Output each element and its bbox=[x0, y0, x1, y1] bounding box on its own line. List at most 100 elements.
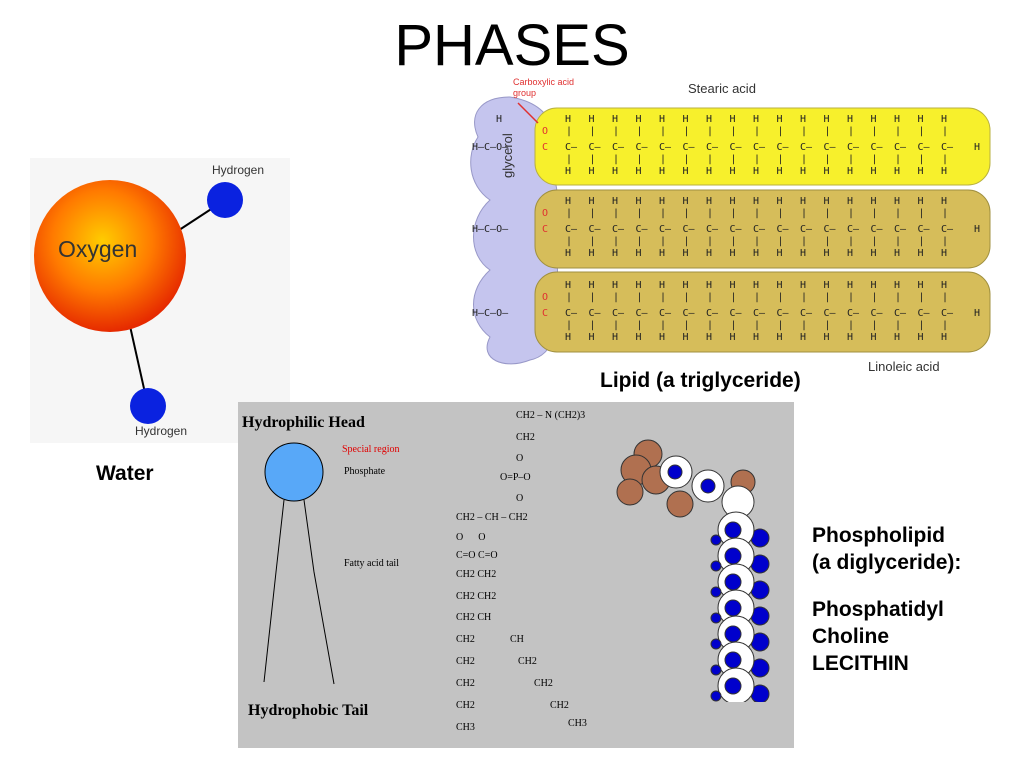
chem-glyph: H bbox=[941, 280, 947, 291]
chem-glyph: H bbox=[730, 248, 736, 259]
caption-line-4: Choline bbox=[812, 625, 889, 648]
chem-glyph: | bbox=[778, 236, 784, 247]
chem-glyph: | bbox=[660, 126, 666, 137]
chem-glyph: | bbox=[731, 208, 737, 219]
slide-title: PHASES bbox=[394, 13, 630, 78]
chem-glyph: C– bbox=[565, 142, 578, 153]
formula-o-a: O bbox=[516, 453, 524, 464]
chem-glyph: | bbox=[684, 320, 690, 331]
chem-glyph: C– bbox=[706, 142, 719, 153]
chem-glyph: C– bbox=[824, 142, 837, 153]
chem-glyph: | bbox=[919, 320, 925, 331]
atom-blue bbox=[710, 612, 722, 624]
chem-glyph: C– bbox=[659, 142, 672, 153]
chem-glyph: H bbox=[753, 114, 759, 125]
chem-glyph: H bbox=[918, 114, 924, 125]
atom-blue bbox=[710, 664, 722, 676]
chem-glyph: H bbox=[636, 166, 642, 177]
chem-glyph: | bbox=[778, 208, 784, 219]
chem-glyph: | bbox=[660, 320, 666, 331]
chem-glyph: H bbox=[753, 248, 759, 259]
chem-glyph: | bbox=[613, 320, 619, 331]
chem-glyph: C– bbox=[894, 308, 907, 319]
chem-glyph: H bbox=[612, 196, 618, 207]
chem-glyph: H bbox=[800, 114, 806, 125]
chem-glyph: H bbox=[847, 248, 853, 259]
chem-glyph: H bbox=[589, 332, 595, 343]
chem-glyph: | bbox=[754, 126, 760, 137]
chem-glyph: C– bbox=[894, 142, 907, 153]
formula-top: CH2 – N (CH2)3 bbox=[516, 410, 586, 421]
chem-glyph: C– bbox=[612, 142, 625, 153]
chem-glyph: C– bbox=[730, 224, 743, 235]
chem-glyph: | bbox=[825, 236, 831, 247]
chem-glyph: H bbox=[847, 280, 853, 291]
chem-glyph: H bbox=[871, 280, 877, 291]
chem-glyph: | bbox=[825, 154, 831, 165]
chem-glyph: H bbox=[683, 166, 689, 177]
chem-glyph: | bbox=[684, 126, 690, 137]
chem-glyph: C– bbox=[871, 308, 884, 319]
oxygen-atom bbox=[34, 180, 186, 332]
chem-glyph: | bbox=[613, 236, 619, 247]
chem-glyph: | bbox=[942, 126, 948, 137]
chem-glyph: C– bbox=[918, 142, 931, 153]
chem-glyph: H bbox=[847, 332, 853, 343]
chem-glyph: | bbox=[872, 208, 878, 219]
formula-ester: C=O C=O bbox=[456, 550, 498, 561]
chem-glyph: | bbox=[895, 320, 901, 331]
chem-glyph: H bbox=[941, 166, 947, 177]
chem-glyph: C– bbox=[941, 224, 954, 235]
caption-line-2: (a diglyceride): bbox=[812, 551, 962, 574]
chem-glyph: C– bbox=[777, 142, 790, 153]
chem-glyph: H bbox=[918, 166, 924, 177]
triglyceride-diagram: H–C–O–OCH|C–|HH|C–|HH|C–|HH|C–|HH|C–|HH|… bbox=[470, 96, 991, 365]
formula-left-ch2-a: CH2 bbox=[456, 634, 475, 645]
chem-glyph: H bbox=[636, 280, 642, 291]
chem-glyph: | bbox=[566, 208, 572, 219]
chem-glyph: H bbox=[589, 248, 595, 259]
chem-glyph: H bbox=[941, 114, 947, 125]
chem-glyph: | bbox=[707, 154, 713, 165]
chem-glyph: H bbox=[777, 280, 783, 291]
chem-glyph: C– bbox=[847, 224, 860, 235]
chem-glyph: H bbox=[636, 196, 642, 207]
chem-glyph: H bbox=[565, 114, 571, 125]
atom-blue bbox=[700, 478, 716, 494]
formula-oo: O O bbox=[456, 532, 486, 543]
chem-glyph: C– bbox=[753, 308, 766, 319]
chem-glyph: H bbox=[824, 166, 830, 177]
chem-glyph: H bbox=[871, 196, 877, 207]
chem-glyph: H bbox=[918, 196, 924, 207]
chem-glyph: C– bbox=[730, 142, 743, 153]
chem-glyph: C– bbox=[612, 224, 625, 235]
tail-line-left bbox=[263, 499, 285, 683]
chem-glyph: H bbox=[636, 114, 642, 125]
linoleic-acid-chain bbox=[534, 271, 991, 353]
chem-glyph: | bbox=[848, 320, 854, 331]
chem-glyph: C– bbox=[847, 308, 860, 319]
chem-glyph: C– bbox=[800, 224, 813, 235]
chem-glyph: C– bbox=[918, 308, 931, 319]
chem-glyph: H bbox=[659, 114, 665, 125]
chem-glyph: | bbox=[848, 126, 854, 137]
chem-glyph: | bbox=[566, 236, 572, 247]
chem-glyph: H bbox=[871, 332, 877, 343]
chem-glyph: | bbox=[590, 154, 596, 165]
chem-glyph: O bbox=[542, 126, 548, 137]
chem-glyph: H bbox=[612, 114, 618, 125]
chem-glyph: H bbox=[612, 166, 618, 177]
chem-glyph: H bbox=[847, 196, 853, 207]
chem-glyph: | bbox=[684, 208, 690, 219]
chem-glyph: H–C–O– bbox=[472, 308, 509, 319]
chem-glyph: | bbox=[637, 320, 643, 331]
chem-glyph: | bbox=[590, 236, 596, 247]
chem-glyph: | bbox=[919, 208, 925, 219]
chem-glyph: H bbox=[847, 166, 853, 177]
stearic-acid-label: Stearic acid bbox=[688, 81, 756, 96]
carboxylic-label-line2: group bbox=[513, 88, 537, 98]
tail-line-right bbox=[303, 499, 335, 685]
chem-glyph: H bbox=[800, 196, 806, 207]
chem-glyph: C– bbox=[636, 308, 649, 319]
chem-glyph: | bbox=[660, 292, 666, 303]
